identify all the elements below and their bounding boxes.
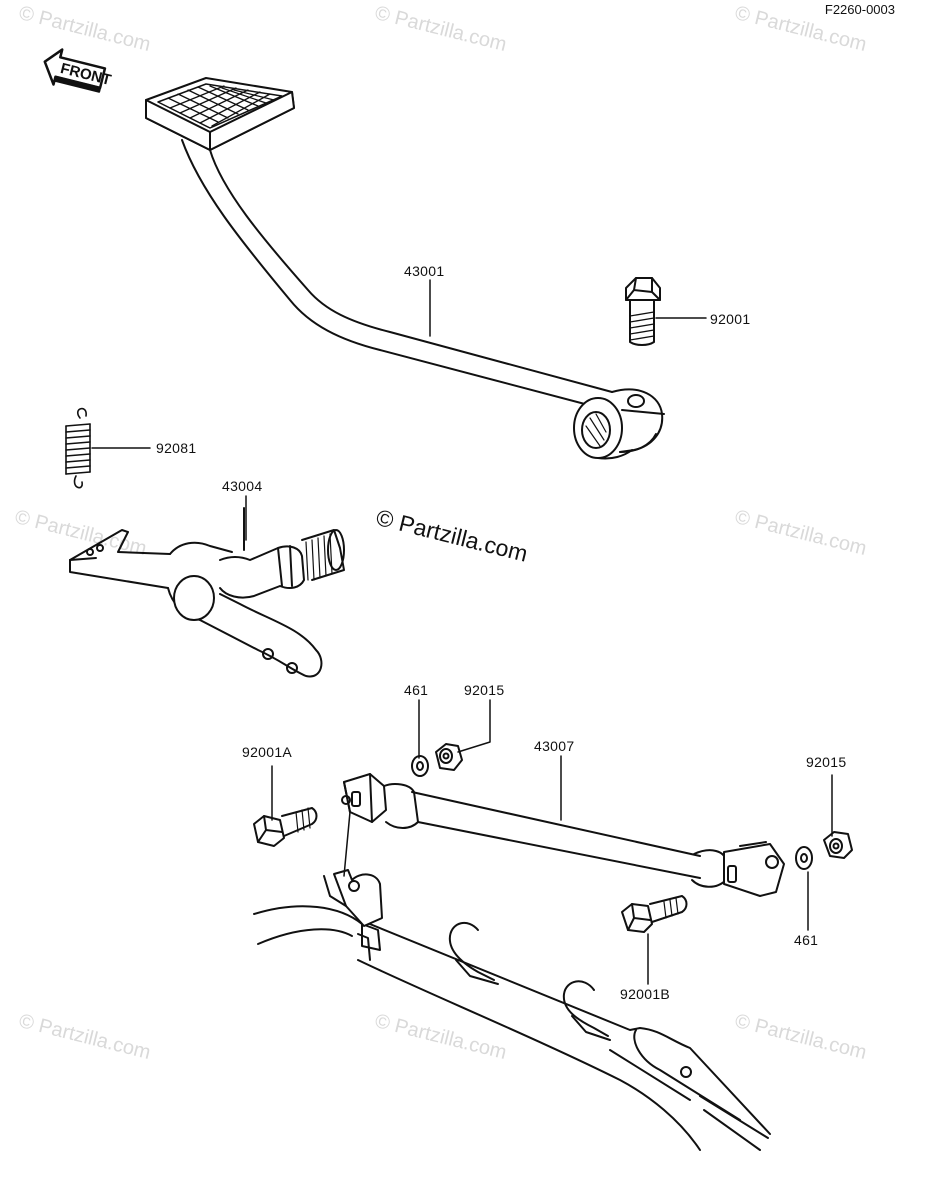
washer-right (795, 846, 813, 870)
brake-arm-shaft (69, 507, 345, 678)
part-number-461-left: 461 (404, 682, 429, 698)
brake-rod (341, 773, 785, 897)
figure-id: F2260-0003 (824, 2, 895, 17)
nut-left (435, 743, 463, 771)
part-number-43001: 43001 (404, 263, 445, 279)
washer-left (411, 755, 429, 777)
part-number-92001a: 92001A (242, 744, 293, 760)
part-number-92001b: 92001B (620, 986, 671, 1002)
front-arrow-icon: FRONT (43, 48, 113, 93)
nut-right (823, 831, 853, 859)
part-number-92081: 92081 (156, 440, 197, 456)
brake-pedal (145, 77, 665, 460)
bolt-a (253, 807, 318, 847)
frame-section (253, 811, 771, 1151)
part-number-92015-right: 92015 (806, 754, 847, 770)
bolt-b (621, 895, 688, 933)
part-number-461-right: 461 (794, 932, 819, 948)
part-number-43007: 43007 (534, 738, 575, 754)
return-spring (65, 407, 91, 489)
leader-lines (91, 279, 833, 985)
part-number-92015-left: 92015 (464, 682, 505, 698)
pedal-bolt (625, 277, 661, 346)
part-number-43004: 43004 (222, 478, 263, 494)
part-number-92001: 92001 (710, 311, 751, 327)
